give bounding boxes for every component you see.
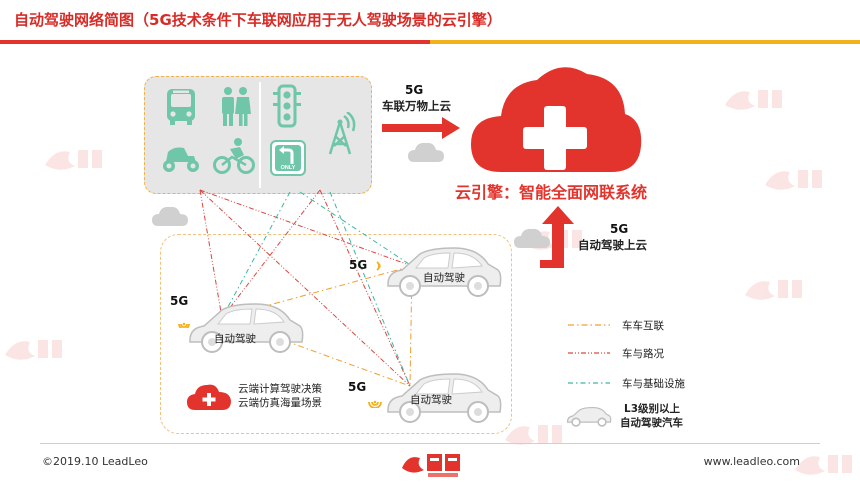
footer-copyright: ©2019.10 LeadLeo: [42, 455, 148, 468]
watermark-logo-icon: [725, 90, 782, 110]
page-title: 自动驾驶网络简图（5G技术条件下车联网应用于无人驾驶场景的云引擎）: [14, 11, 502, 29]
car-5g-label: 5G: [170, 294, 189, 308]
vehicles-panel: [160, 234, 512, 434]
legend-label-l3-line2: 自动驾驶汽车: [620, 417, 683, 429]
car-icon: [387, 247, 502, 297]
car-5g-label: 5G: [349, 258, 368, 272]
signal-icon: [376, 261, 381, 271]
up-flow-5g-label: 5G: [610, 222, 629, 236]
traffic-light-icon: [273, 84, 301, 128]
footer-divider: [40, 443, 820, 444]
cloud-engine-caption: 云引擎：智能全面网联系统: [455, 183, 648, 202]
watermark-logo-icon: [745, 280, 802, 300]
legend-label-car-road: 车与路况: [622, 348, 664, 360]
turn-sign-icon: ONLY: [270, 140, 306, 176]
legend-line-car-car: [568, 324, 610, 326]
watermark-logo-icon: [505, 425, 562, 445]
signal-icon: [178, 322, 190, 328]
top-flow-caption: 车联万物上云: [382, 99, 451, 113]
car-label: 自动驾驶: [410, 394, 452, 406]
small-cloud-icon: [152, 206, 188, 226]
watermark-logo-icon: [45, 150, 102, 170]
moped-icon: [163, 147, 199, 172]
right-arrow-icon: [382, 117, 460, 139]
small-cloud-icon: [408, 142, 444, 162]
watermark-logo-icon: [5, 340, 62, 360]
up-flow-caption: 自动驾驶上云: [578, 238, 647, 252]
panel-divider: [259, 82, 261, 188]
car-icon: [189, 303, 304, 353]
watermark-logo-icon: [795, 455, 852, 475]
leadleo-logo-icon: [402, 454, 460, 477]
bus-icon: [167, 89, 195, 125]
cloud-simulation-text: 云端仿真海量场景: [238, 397, 322, 409]
legend-car-icon: [566, 406, 612, 427]
car-icon: [387, 373, 502, 423]
cyclist-icon: [213, 138, 255, 174]
legend-label-l3-line1: L3级别以上: [624, 403, 680, 415]
people-icon: [222, 87, 251, 126]
red-cloud-icon: [187, 384, 231, 410]
legend-label-car-car: 车车互联: [622, 320, 664, 332]
signal-icon: [368, 400, 382, 408]
legend-line-car-infra: [568, 382, 610, 384]
car-5g-label: 5G: [348, 380, 367, 394]
car-label: 自动驾驶: [423, 272, 465, 284]
antenna-icon: [328, 112, 356, 155]
watermark-logo-icon: [765, 170, 822, 190]
up-arrow-icon: [540, 206, 574, 268]
legend-label-car-infra: 车与基础设施: [622, 378, 685, 390]
header-bar-red: [0, 40, 430, 44]
small-cloud-icon: [514, 228, 550, 248]
svg-text:ONLY: ONLY: [281, 165, 296, 171]
header-bar-yellow: [430, 40, 860, 44]
top-flow-5g-label: 5G: [405, 83, 424, 97]
cloud-engine-icon: [471, 67, 642, 172]
cloud-decision-text: 云端计算驾驶决策: [238, 383, 322, 395]
footer-website: www.leadleo.com: [703, 455, 800, 468]
car-label: 自动驾驶: [214, 333, 256, 345]
legend-line-car-road: [568, 352, 610, 354]
